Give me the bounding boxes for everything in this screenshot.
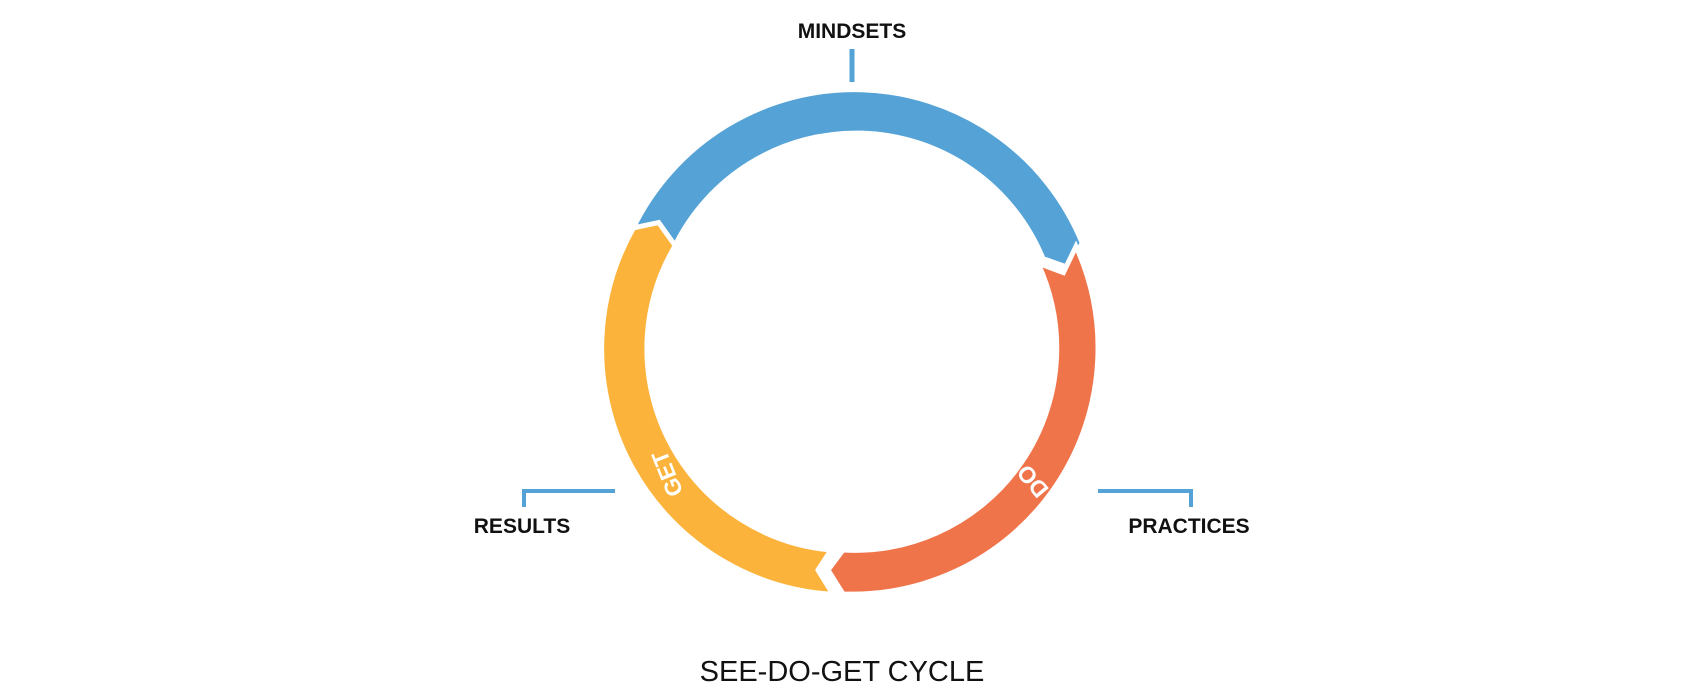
- results-connector: [522, 489, 615, 507]
- results-label: RESULTS: [474, 515, 570, 538]
- see-segment: [629, 87, 1085, 272]
- get-segment: [599, 219, 838, 598]
- practices-connector: [1098, 489, 1193, 507]
- do-segment: [824, 240, 1101, 597]
- diagram-caption: SEE-DO-GET CYCLE: [700, 656, 985, 688]
- practices-label: PRACTICES: [1128, 515, 1249, 538]
- mindsets-label: MINDSETS: [798, 20, 907, 43]
